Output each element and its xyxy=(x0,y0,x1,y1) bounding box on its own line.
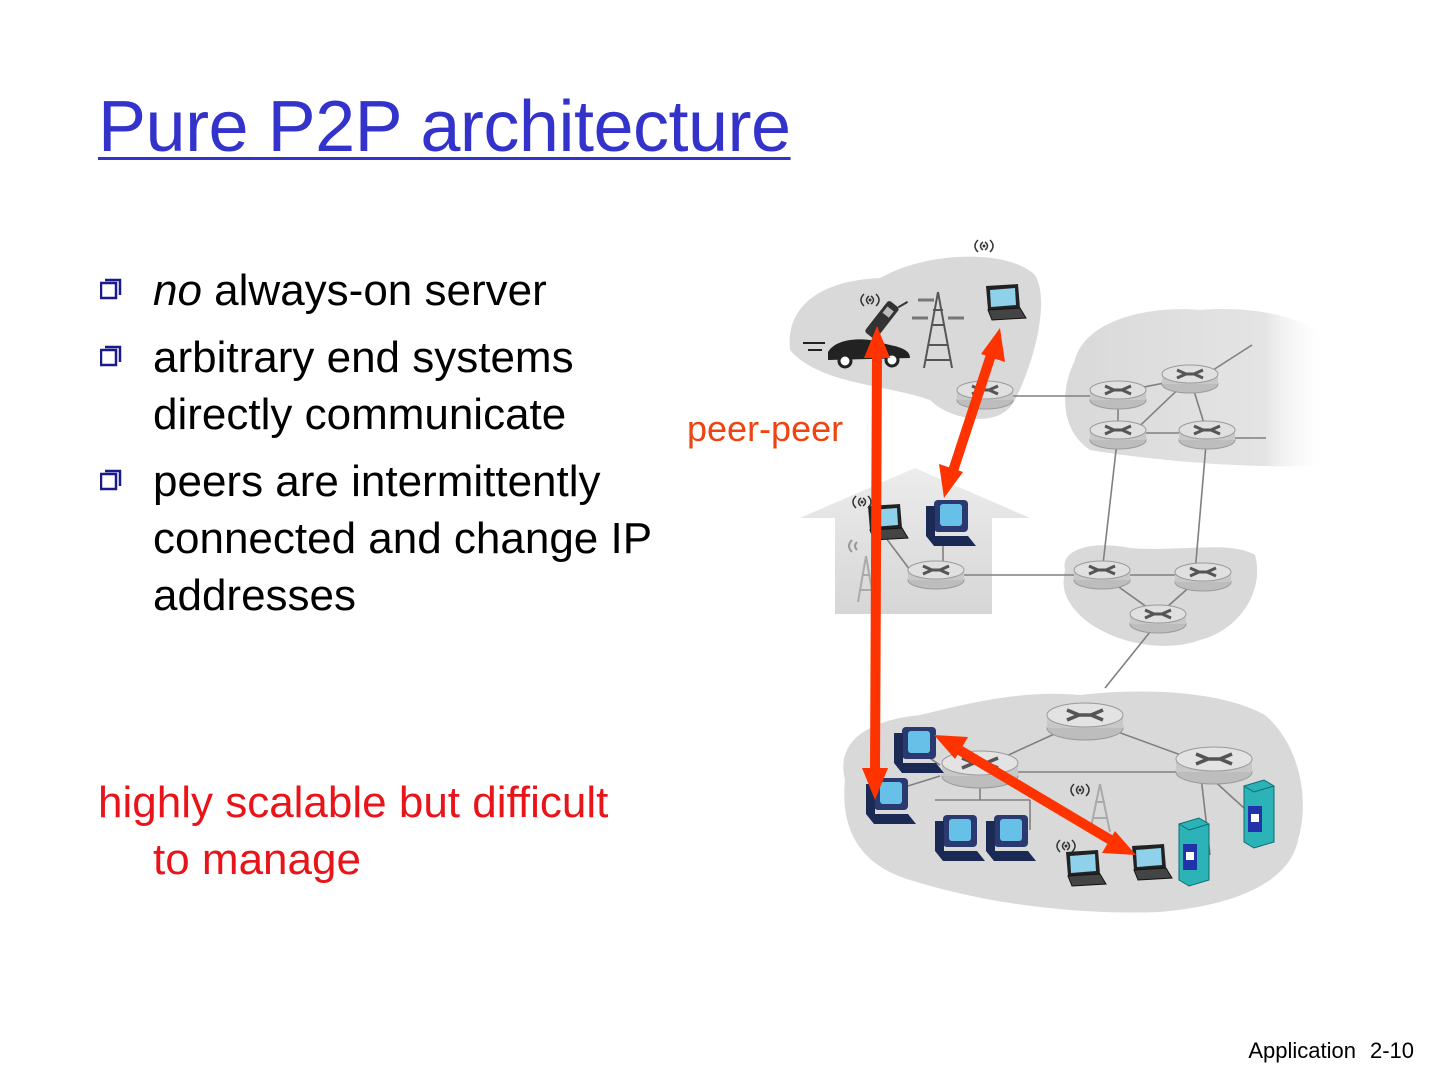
router-icon xyxy=(1160,363,1220,395)
peer-arrow-shaft xyxy=(870,351,882,775)
bullet-list: no always-on server arbitrary end system… xyxy=(98,262,698,634)
router-icon xyxy=(1072,559,1132,591)
router-icon xyxy=(1177,419,1237,451)
router-icon xyxy=(1045,701,1125,742)
arrowhead-icon xyxy=(934,735,968,759)
arrowhead-icon xyxy=(939,464,963,498)
peer-peer-label: peer-peer xyxy=(687,408,844,449)
footer-section: Application xyxy=(1248,1038,1356,1063)
bullet-text: peers are intermittently connected and c… xyxy=(153,457,652,620)
cell-phone-icon xyxy=(865,301,909,339)
bullet-text: arbitrary end systems directly communica… xyxy=(153,333,574,439)
checkbox-bullet-icon xyxy=(100,345,122,367)
slide-title: Pure P2P architecture xyxy=(98,87,791,167)
router-icon xyxy=(1088,379,1148,411)
bullet-item: peers are intermittently connected and c… xyxy=(98,453,698,624)
wireless-signal-icon xyxy=(974,239,994,253)
slide-footer: Application 2-10 xyxy=(1248,1038,1414,1064)
peer-arrows xyxy=(862,326,1136,855)
wireless-access-point-icon xyxy=(848,539,875,603)
scalability-note: highly scalable but difficult to manage xyxy=(98,774,698,888)
arrowhead-icon xyxy=(981,328,1005,362)
checkbox-bullet-icon xyxy=(100,278,122,300)
arrowhead-icon xyxy=(864,326,890,358)
arrowhead-icon xyxy=(862,768,888,800)
cell-tower-icon xyxy=(912,291,964,369)
home-network-house xyxy=(800,468,1030,614)
arrowhead-icon xyxy=(1102,831,1136,855)
router-icon xyxy=(1128,603,1188,635)
router-icon xyxy=(906,559,966,591)
server-icon xyxy=(1243,779,1275,849)
bullet-text: always-on server xyxy=(201,266,547,315)
router-icon xyxy=(1088,419,1148,451)
note-line-2: to manage xyxy=(153,835,361,884)
bullet-item: arbitrary end systems directly communica… xyxy=(98,329,698,443)
router-icon xyxy=(1173,561,1233,593)
router-icon xyxy=(1174,745,1254,786)
bullet-emphasis: no xyxy=(153,266,202,315)
server-icon xyxy=(1178,817,1210,887)
footer-page-number: 2-10 xyxy=(1369,1038,1414,1063)
note-line-1: highly scalable but difficult xyxy=(98,778,609,827)
checkbox-bullet-icon xyxy=(100,469,122,491)
peer-arrow-shaft xyxy=(953,743,1117,847)
wireless-access-point-icon xyxy=(1089,783,1111,833)
peer-arrow-shaft xyxy=(947,350,997,476)
bullet-item: no always-on server xyxy=(98,262,698,319)
